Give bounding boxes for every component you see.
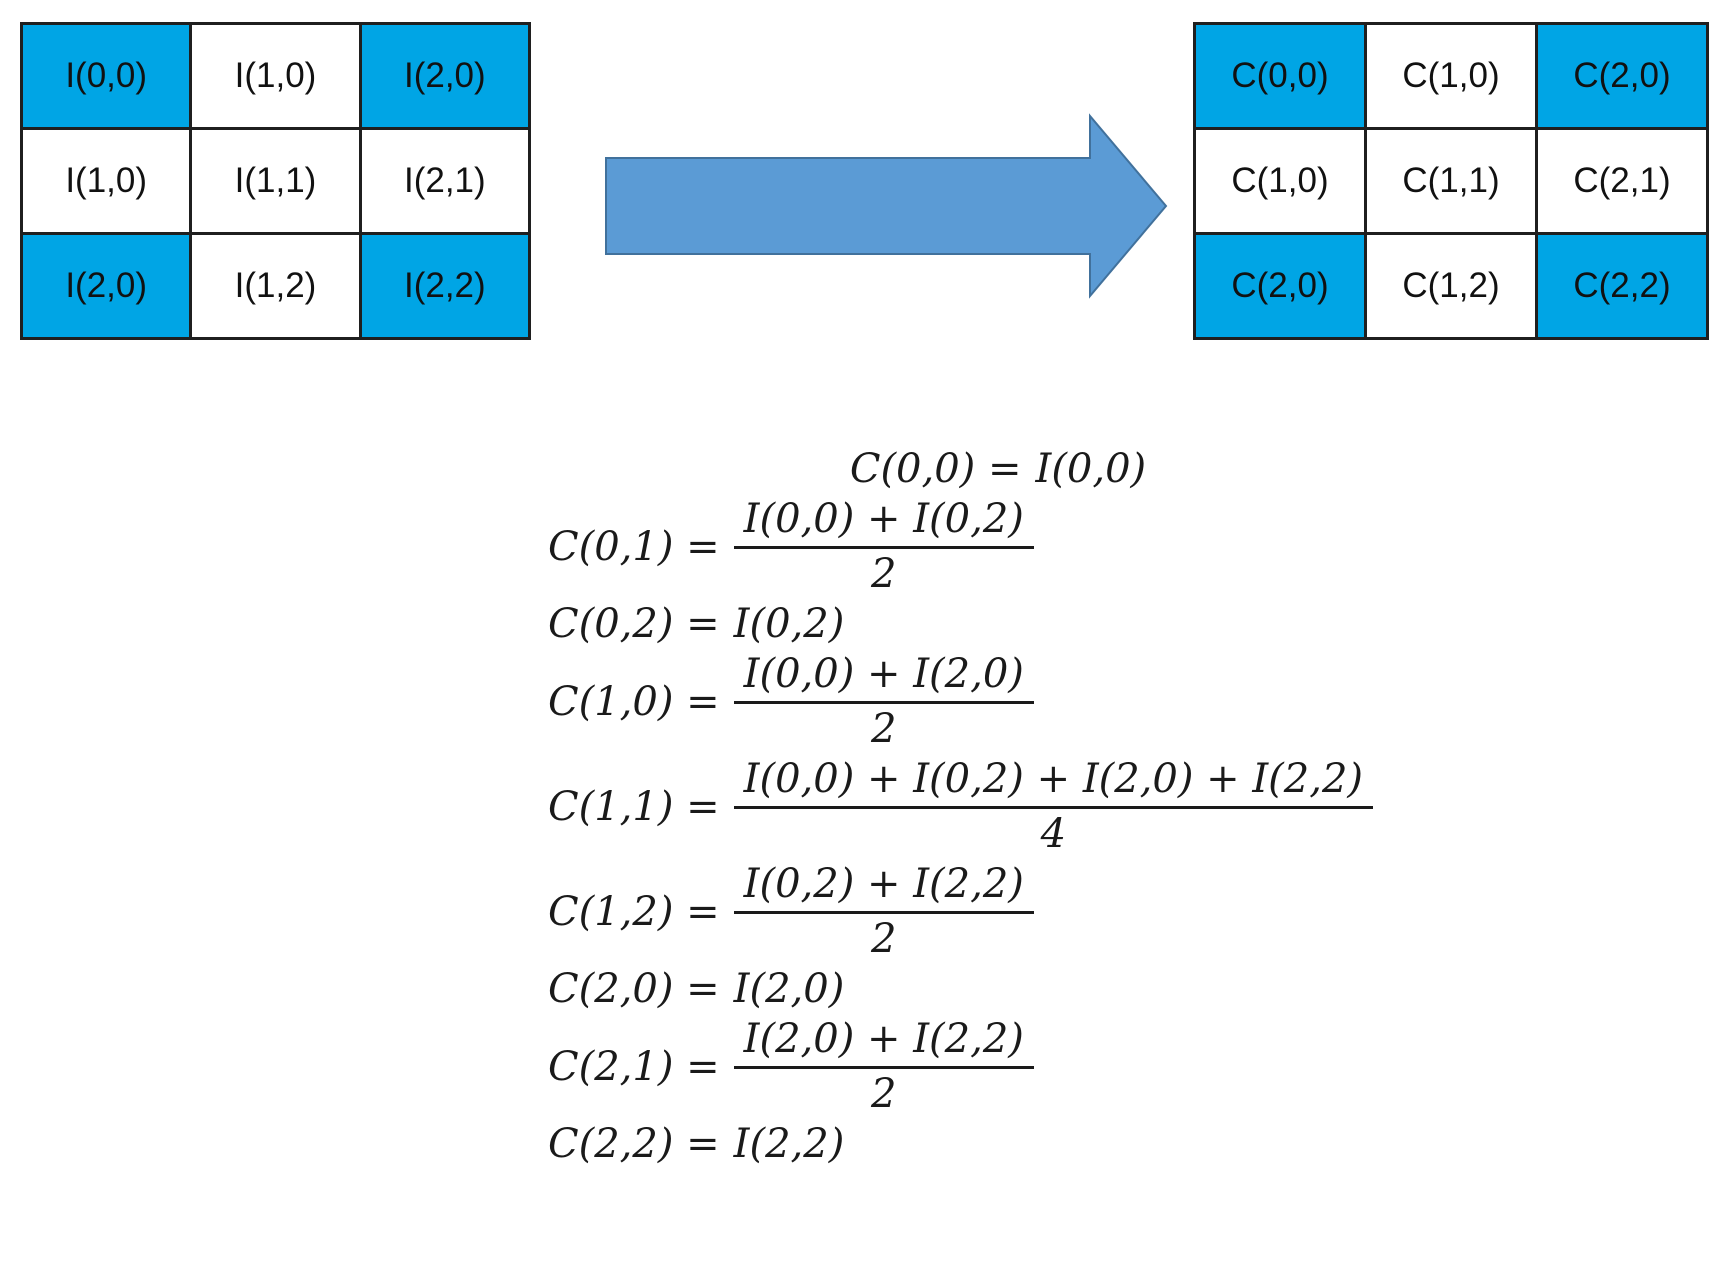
equation-fraction: I(2,0) + I(2,2) 2	[733, 1016, 1034, 1117]
grid-cell: I(2,2)	[361, 235, 528, 337]
cell-label: C(1,1)	[1402, 161, 1500, 200]
equation-row: C(0,0) = I(0,0)	[850, 446, 1146, 492]
equation-row: C(2,0) = I(2,0)	[548, 966, 844, 1012]
fraction-denominator: 2	[871, 916, 897, 962]
grid-cell: C(0,0)	[1196, 25, 1364, 127]
cell-label: C(1,0)	[1231, 161, 1329, 200]
grid-cell: C(2,2)	[1538, 235, 1706, 337]
fraction-denominator: 2	[871, 706, 897, 752]
grid-cell: I(2,0)	[361, 25, 528, 127]
fraction-denominator: 2	[871, 551, 897, 597]
output-grid: C(0,0) C(1,0) C(2,0) C(1,0) C(1,1) C(2,1…	[1193, 22, 1709, 340]
cell-label: I(2,0)	[403, 56, 486, 95]
equation-row: C(1,0) = I(0,0) + I(2,0) 2	[548, 651, 1034, 752]
grid-cell: I(2,0)	[23, 235, 190, 337]
grid-cell: I(1,2)	[192, 235, 359, 337]
cell-label: C(1,0)	[1402, 56, 1500, 95]
equation-row: C(2,1) = I(2,0) + I(2,2) 2	[548, 1016, 1034, 1117]
fraction-numerator: I(0,2) + I(2,2)	[733, 861, 1034, 914]
equation-lhs: C(0,1) =	[548, 523, 720, 570]
grid-cell: I(2,1)	[361, 130, 528, 232]
grid-cell: I(0,0)	[23, 25, 190, 127]
equation-lhs: C(0,2) =	[548, 601, 720, 647]
grid-cell: C(1,1)	[1367, 130, 1535, 232]
equation-fraction: I(0,0) + I(0,2) + I(2,0) + I(2,2) 4	[733, 756, 1374, 857]
equation-lhs: C(2,0) =	[548, 966, 720, 1012]
fraction-numerator: I(0,0) + I(2,0)	[733, 651, 1034, 704]
grid-cell: C(1,0)	[1196, 130, 1364, 232]
equation-lhs: C(2,2) =	[548, 1121, 720, 1167]
cell-label: I(2,2)	[403, 266, 486, 305]
grid-cell: I(1,0)	[192, 25, 359, 127]
grid-cell: I(1,1)	[192, 130, 359, 232]
equation-rhs: I(0,2)	[733, 601, 845, 647]
grid-cell: I(1,0)	[23, 130, 190, 232]
cell-label: I(2,1)	[403, 161, 486, 200]
arrow-shape	[605, 113, 1168, 299]
cell-label: I(1,0)	[65, 161, 148, 200]
equation-row: C(0,1) = I(0,0) + I(0,2) 2	[548, 496, 1034, 597]
equation-rhs: I(2,2)	[733, 1121, 845, 1167]
fraction-numerator: I(0,0) + I(0,2) + I(2,0) + I(2,2)	[733, 756, 1374, 809]
equation-block: C(0,0) = I(0,0) C(0,1) = I(0,0) + I(0,2)…	[548, 446, 1448, 1167]
equation-fraction: I(0,0) + I(2,0) 2	[733, 651, 1034, 752]
grid-cell: C(1,2)	[1367, 235, 1535, 337]
fraction-numerator: I(2,0) + I(2,2)	[733, 1016, 1034, 1069]
equation-lhs: C(0,0) =	[849, 446, 1022, 492]
equation-fraction: I(0,2) + I(2,2) 2	[733, 861, 1034, 962]
cell-label: C(2,0)	[1231, 266, 1329, 305]
fraction-numerator: I(0,0) + I(0,2)	[733, 496, 1034, 549]
equation-row: C(1,1) = I(0,0) + I(0,2) + I(2,0) + I(2,…	[548, 756, 1374, 857]
equation-lhs: C(1,0) =	[548, 678, 720, 725]
grid-cell: C(2,0)	[1538, 25, 1706, 127]
cell-label: I(1,1)	[234, 161, 317, 200]
grid-cell: C(1,0)	[1367, 25, 1535, 127]
cell-label: C(0,0)	[1231, 56, 1329, 95]
grid-cell: C(2,1)	[1538, 130, 1706, 232]
cell-label: C(2,0)	[1573, 56, 1671, 95]
equation-row: C(0,2) = I(0,2)	[548, 601, 844, 647]
input-grid: I(0,0) I(1,0) I(2,0) I(1,0) I(1,1) I(2,1…	[20, 22, 531, 340]
cell-label: I(2,0)	[65, 266, 148, 305]
grid-cell: C(2,0)	[1196, 235, 1364, 337]
cell-label: C(2,2)	[1573, 266, 1671, 305]
cell-label: C(2,1)	[1573, 161, 1671, 200]
equation-row: C(1,2) = I(0,2) + I(2,2) 2	[548, 861, 1034, 962]
equation-lhs: C(1,1) =	[548, 783, 720, 830]
cell-label: C(1,2)	[1402, 266, 1500, 305]
right-arrow-icon	[605, 113, 1168, 299]
equation-lhs: C(1,2) =	[548, 888, 720, 935]
cell-label: I(1,0)	[234, 56, 317, 95]
equation-lhs: C(2,1) =	[548, 1043, 720, 1090]
equation-rhs: I(0,0)	[1035, 446, 1147, 492]
equation-rhs: I(2,0)	[733, 966, 845, 1012]
equation-fraction: I(0,0) + I(0,2) 2	[733, 496, 1034, 597]
fraction-denominator: 4	[1040, 811, 1067, 857]
cell-label: I(1,2)	[234, 266, 317, 305]
fraction-denominator: 2	[871, 1071, 897, 1117]
equation-row: C(2,2) = I(2,2)	[548, 1121, 844, 1167]
cell-label: I(0,0)	[65, 56, 148, 95]
